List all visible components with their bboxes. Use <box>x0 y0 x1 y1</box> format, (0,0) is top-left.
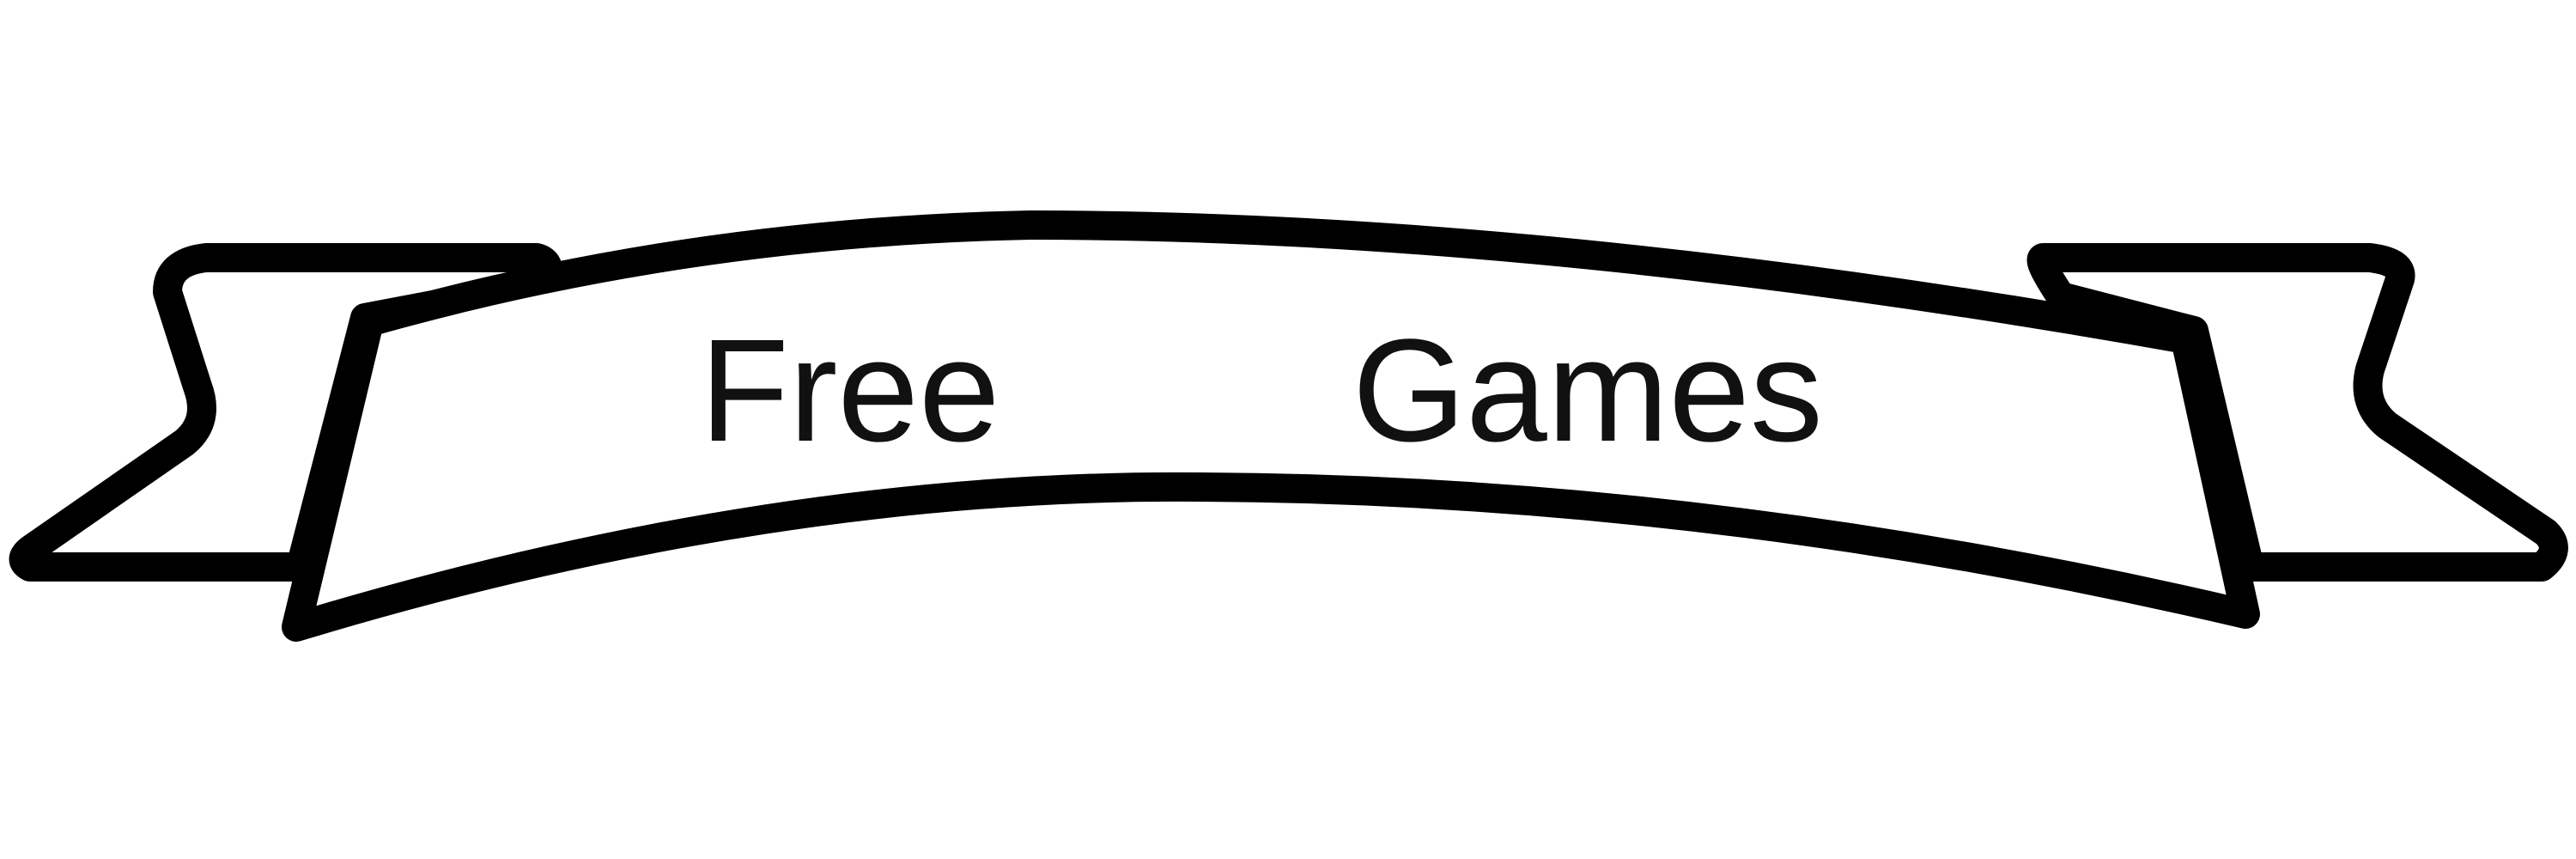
banner-word-games: Games <box>1352 309 1823 472</box>
banner-word-free: Free <box>700 309 1000 472</box>
ribbon-right-tail <box>2026 243 2568 582</box>
ribbon-main-body <box>282 210 2260 642</box>
